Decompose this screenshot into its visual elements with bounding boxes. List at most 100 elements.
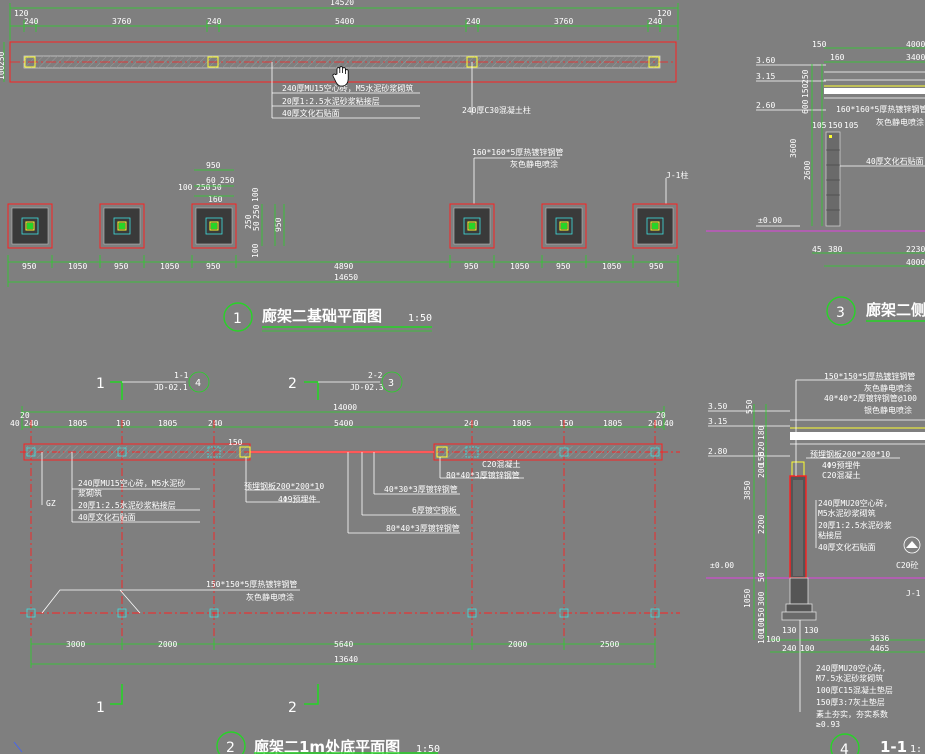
detail3-dim-v-4: 3600 <box>789 139 798 158</box>
plan1-bottom-dim-2: 1050 <box>68 262 87 271</box>
plan2-section-1-num: 1 <box>96 376 105 392</box>
detail3-callout-paint: 灰色静电喷涂 <box>876 117 924 127</box>
plan2-title-number: 2 <box>226 740 235 754</box>
detail3-top-dim-3: 160 <box>830 53 845 62</box>
detail4-dim-v-7: 2200 <box>757 515 766 534</box>
detail4-callout-wall2: M5水泥砂浆砌筑 <box>818 508 876 518</box>
plan2-top-dim-11: 150 <box>559 419 574 428</box>
detail4-elev-1: 3.50 <box>708 402 727 411</box>
detail4-dim-v-5: 200 <box>757 463 766 478</box>
plan1-detail-dim-10: 50 <box>252 221 261 231</box>
plan1-left-dim-2: 250 <box>0 51 6 66</box>
plan2-callout-square80b: 80*40*3厚镀锌钢管 <box>446 470 520 480</box>
plan2-top-dim-5: 150 <box>116 419 131 428</box>
plan1-detail-dim-5: 250 <box>196 183 211 192</box>
detail4-callout-base1: 240厚MU20空心砖， <box>816 663 890 673</box>
plan2-top-dim-2: 40 <box>10 419 20 428</box>
plan2-callout-plate: 预埋钢板200*200*10 <box>244 481 324 491</box>
plan1-top-dim-1: 120 <box>14 9 29 18</box>
detail4-callout-stone: 40厚文化石贴面 <box>818 542 876 552</box>
detail3-elev-1: 3.60 <box>756 56 775 65</box>
plan1-title-number: 1 <box>233 311 242 327</box>
detail4-dim-h-5: 240 <box>782 644 797 653</box>
plan1-callout-wall: 240厚MU15空心砖，M5水泥砂浆砌筑 <box>282 83 413 93</box>
detail4-elev-4: ±0.00 <box>710 561 734 570</box>
detail4-callout-pipe: 150*150*5厚热镀锌钢管 <box>824 371 915 381</box>
detail4-dim-v-8: 50 <box>757 572 766 582</box>
plan2-callout-bolt: 4Φ9预埋件 <box>278 494 316 504</box>
detail4-callout-plate: 预埋钢板200*200*10 <box>810 449 890 459</box>
plan2-section-1-circle: 4 <box>195 378 201 389</box>
plan2-section-2-sheet: JD-02.3 <box>350 383 384 392</box>
plan2-top-dim-6: 1805 <box>158 419 177 428</box>
plan1-scale: 1:50 <box>408 313 432 324</box>
plan2-callout-plaster: 20厚1:2.5水泥砂浆粘接层 <box>78 500 176 510</box>
plan1-detail-dim-6: 50 <box>212 183 222 192</box>
plan1-foundation-plan: 14520 120 240 3760 240 5400 240 3760 240… <box>0 0 688 332</box>
detail4-dim-h-6: 100 <box>800 644 815 653</box>
plan2-top-dim-4: 1805 <box>68 419 87 428</box>
plan2-callout-paint: 灰色静电喷涂 <box>246 592 294 602</box>
plan2-overall-top-dim: 14000 <box>333 403 357 412</box>
plan2-section-1-num-bottom: 1 <box>96 700 105 716</box>
detail3-dim-h-3: 105 <box>844 121 859 130</box>
detail4-dim-v-9: 1050 <box>743 589 752 608</box>
detail4-callout-j1: J-1 <box>906 589 921 598</box>
detail3-callout-pipe: 160*160*5厚热镀锌钢管 <box>836 104 925 114</box>
plan1-detail-dim-4: 100 <box>178 183 193 192</box>
detail3-top-dim-2: 4000 <box>906 40 925 49</box>
detail4-dim-h-4: 3636 <box>870 634 889 643</box>
detail3-callout-stone: 40厚文化石贴面 <box>866 156 924 166</box>
plan1-detail-dim-9: 250 <box>244 214 253 229</box>
plan2-callout-stone: 40厚文化石贴面 <box>78 512 136 522</box>
plan1-bottom-dim-11: 950 <box>649 262 664 271</box>
plan1-detail-dim-7: 160 <box>208 195 223 204</box>
detail4-dim-v-11: 150 <box>757 607 766 622</box>
plan2-top-dim-10: 1805 <box>512 419 531 428</box>
plan1-callout-plaster: 20厚1:2.5水泥砂浆粘接层 <box>282 96 380 106</box>
detail4-dim-v-13: 100 <box>757 629 766 644</box>
plan2-section-2-num: 2 <box>288 376 297 392</box>
plan1-footings <box>7 203 678 249</box>
detail3-title-number: 3 <box>836 305 845 321</box>
detail3-dim-h-1: 105 <box>812 121 827 130</box>
detail3-dim-h-2: 150 <box>828 121 843 130</box>
plan2-top-dim-15: 20 <box>656 411 666 420</box>
plan2-bottom-dim-3: 5640 <box>334 640 353 649</box>
detail4-dim-v-4: 150 <box>757 451 766 466</box>
plan1-overall-bottom-dim: 14650 <box>334 273 358 282</box>
detail4-dim-h-3: 130 <box>804 626 819 635</box>
plan2-callout-square80: 80*40*3厚镀锌钢管 <box>386 523 460 533</box>
detail3-bottom-dim-4: 4000 <box>906 258 925 267</box>
plan2-callout-gz: GZ <box>46 499 56 508</box>
detail4-dim-v-1: 550 <box>745 399 754 414</box>
plan1-bottom-dim-4: 1050 <box>160 262 179 271</box>
plan1-detail-dim-2: 60 <box>206 176 216 185</box>
plan2-bottom-dim-5: 2500 <box>600 640 619 649</box>
plan2-title: 廊架二1m处底平面图 <box>254 738 400 754</box>
plan2-top-dim-7: 240 <box>208 419 223 428</box>
plan1-detail-dim-12: 100 <box>251 243 260 258</box>
plan1-detail-dim-8: 100 <box>251 187 260 202</box>
detail4-section: 3.50 3.15 2.80 ±0.00 550 180 520 150 200… <box>706 371 925 754</box>
plan1-top-dim-9: 120 <box>657 9 672 18</box>
detail3-bottom-dim-3: 2230 <box>906 245 925 254</box>
plan1-bottom-dim-6: 4890 <box>334 262 353 271</box>
plan1-top-dim-5: 5400 <box>335 17 354 26</box>
detail4-callout-sq: 40*40*2厚镀锌钢管@100 <box>824 393 917 403</box>
plan2-callout-150: 150 <box>228 438 243 447</box>
detail4-callout-paint2: 银色静电喷涂 <box>864 405 912 415</box>
detail3-top-dim-4: 3400 <box>906 53 925 62</box>
plan1-title: 廊架二基础平面图 <box>262 307 382 325</box>
detail3-bottom-dim-1: 45 <box>812 245 822 254</box>
detail3-dim-v-1: 600 <box>801 99 810 114</box>
plan1-bottom-dim-7: 950 <box>464 262 479 271</box>
plan2-top-dim-9: 240 <box>464 419 479 428</box>
plan1-callout-column: 240厚C30混凝土柱 <box>462 105 531 115</box>
plan2-floor-plan: 1 1-1 JD-02.1 4 2 2-2 JD-02.3 3 14000 20… <box>10 371 680 754</box>
plan2-top-dim-12: 1805 <box>603 419 622 428</box>
plan2-section-1-ref: 1-1 <box>174 371 189 380</box>
detail4-dim-v-3: 520 <box>757 441 766 456</box>
detail3-title: 廊架二侧 <box>866 301 925 319</box>
